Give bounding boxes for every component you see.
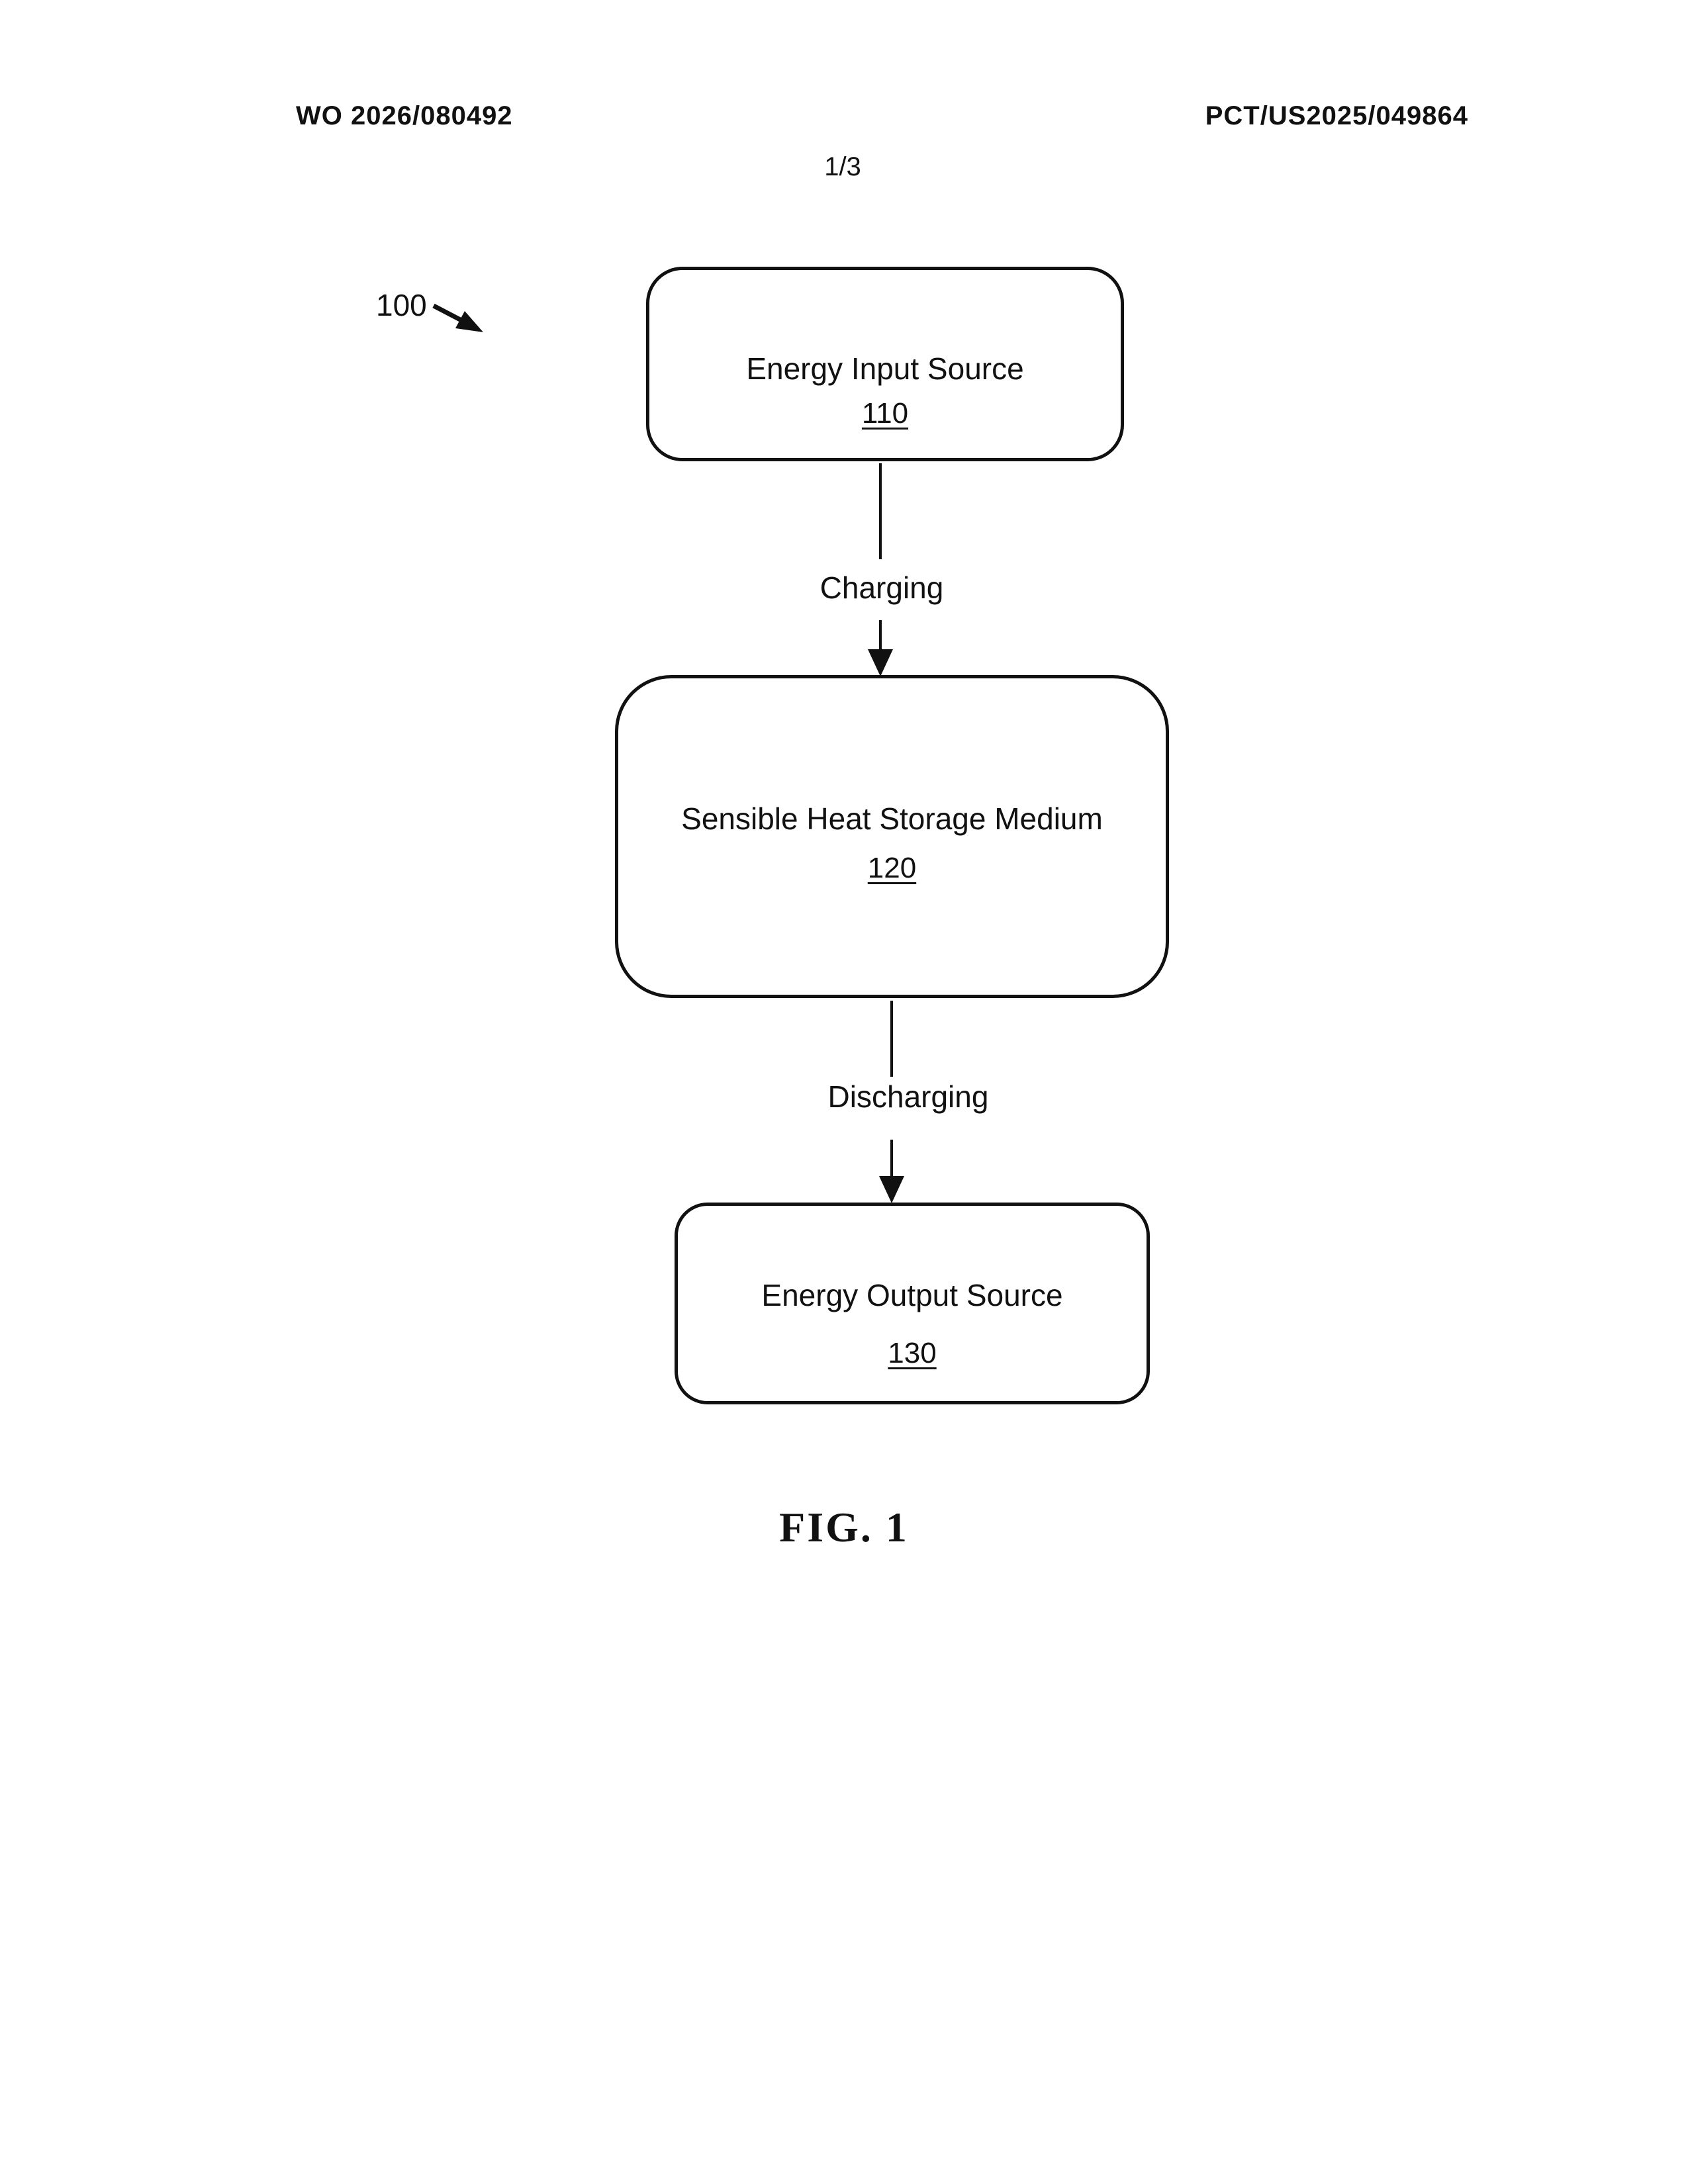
- node-sensible-heat-storage-medium: Sensible Heat Storage Medium 120: [615, 675, 1169, 998]
- reference-numeral-100: 100: [376, 288, 427, 322]
- node-energy-input-source: Energy Input Source 110: [646, 267, 1124, 461]
- figure-caption: FIG. 1: [779, 1504, 909, 1551]
- edge-label-charging: Charging: [816, 572, 948, 603]
- node-label: Energy Input Source: [746, 351, 1024, 386]
- application-number: PCT/US2025/049864: [1205, 101, 1468, 130]
- node-reference-number: 120: [867, 852, 917, 884]
- node-energy-output-source: Energy Output Source 130: [675, 1203, 1150, 1404]
- node-label: Energy Output Source: [761, 1278, 1063, 1312]
- publication-number: WO 2026/080492: [296, 101, 513, 130]
- charging-arrow-icon: [868, 463, 893, 676]
- node-label: Sensible Heat Storage Medium: [681, 801, 1103, 836]
- node-reference-number: 130: [888, 1337, 937, 1369]
- reference-leader-arrow-icon: [432, 303, 483, 332]
- node-reference-number: 110: [861, 397, 909, 430]
- edge-label-discharging: Discharging: [823, 1081, 993, 1112]
- sheet-number: 1/3: [824, 152, 861, 181]
